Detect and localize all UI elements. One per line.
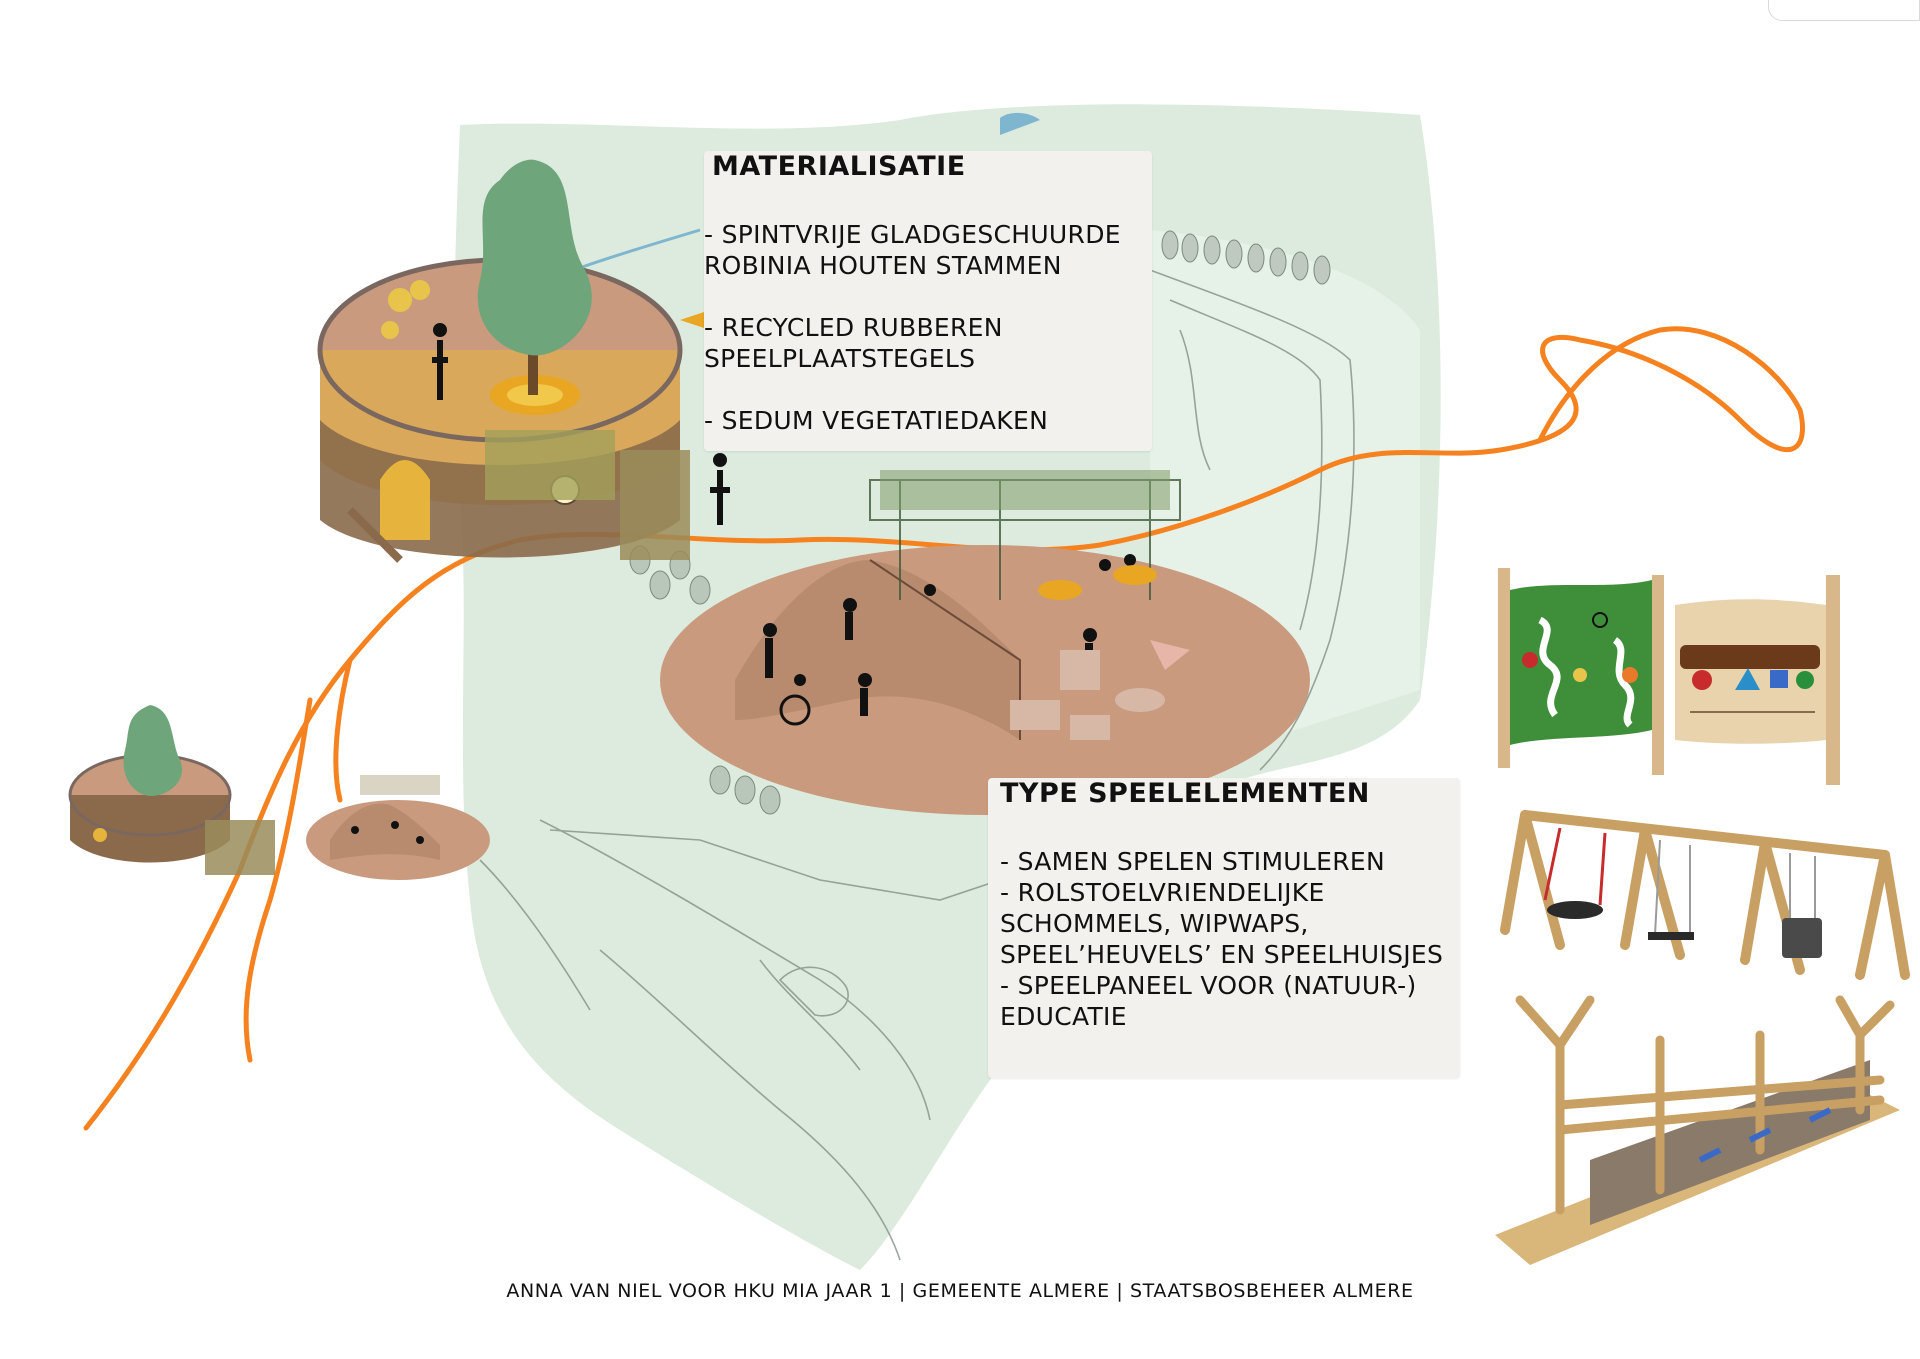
route-path-branch-2 [333,657,353,803]
balance-bridge-icon [1495,995,1900,1265]
tree-row [1161,230,1331,285]
materialisatie-list: - SPINTVRIJE GLADGESCHUURDE ROBINIA HOUT… [704,219,1144,467]
list-item: - SPINTVRIJE GLADGESCHUURDE ROBINIA HOUT… [704,220,1121,280]
list-item: - SAMEN SPELEN STIMULEREN [1000,847,1386,876]
play-hill-small-icon [306,775,490,880]
list-item: - ROLSTOELVRIENDELIJKE SCHOMMELS, WIPWAP… [1000,878,1444,969]
play-hill-icon [660,470,1310,815]
swing-seats [1543,827,1822,958]
list-item: - RECYCLED RUBBEREN SPEELPLAATSTEGELS [704,313,1003,373]
play-panel-icon [1498,568,1840,785]
credits-footer: ANNA VAN NIEL VOOR HKU MIA JAAR 1 | GEME… [506,1280,1414,1302]
water [1000,112,1040,135]
materialisatie-heading: MATERIALISATIE [712,151,966,182]
swing-set-icon [1500,810,1910,980]
route-path [83,326,1805,1131]
window-corner [1768,0,1920,21]
type-speelelementen-panel: TYPE SPEELELEMENTEN - SAMEN SPELEN STIMU… [988,778,1460,1078]
list-item: - SEDUM VEGETATIEDAKEN [704,406,1049,435]
play-tower-icon [317,159,730,563]
type-speelelementen-heading: TYPE SPEELELEMENTEN [1000,778,1370,809]
type-speelelementen-list: - SAMEN SPELEN STIMULEREN - ROLSTOELVRIE… [1000,846,1460,1032]
list-item: - SPEELPANEEL VOOR (NATUUR-) EDUCATIE [1000,971,1417,1031]
play-tower-small-icon [68,705,275,875]
route-path-branch [243,697,313,1063]
materialisatie-panel: MATERIALISATIE - SPINTVRIJE GLADGESCHUUR… [704,151,1152,451]
